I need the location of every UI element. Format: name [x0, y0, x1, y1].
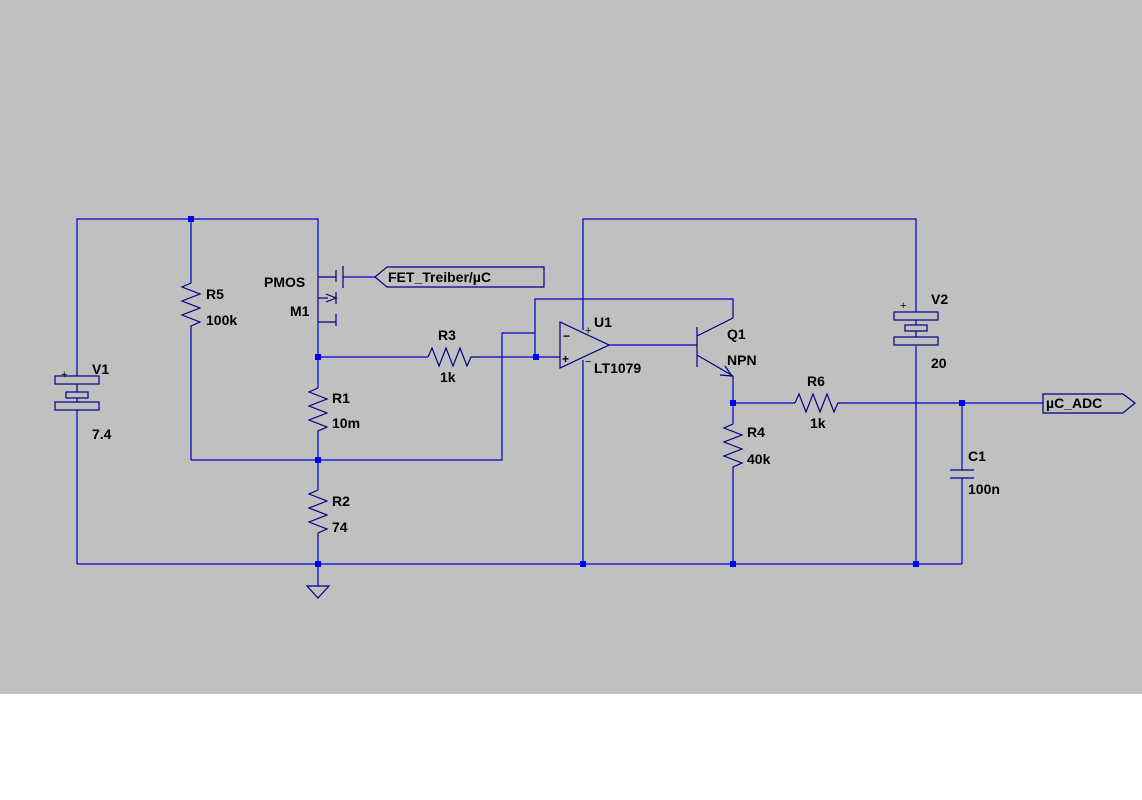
r4-ref: R4 — [747, 424, 765, 440]
ground-icon[interactable] — [305, 585, 331, 599]
opamp-u1[interactable]: − + + − U1 LT1079 — [559, 314, 641, 376]
m1-ref: M1 — [290, 303, 310, 319]
u1-ref: U1 — [594, 314, 612, 330]
c1-ref: C1 — [968, 448, 986, 464]
c1-value: 100n — [968, 481, 1000, 497]
r3-value: 1k — [440, 369, 456, 385]
resistor-r1[interactable]: R1 10m — [307, 387, 360, 435]
m1-value: PMOS — [264, 274, 305, 290]
net-label-adc[interactable]: µC_ADC — [1042, 393, 1136, 414]
q1-value: NPN — [727, 352, 757, 368]
q1-ref: Q1 — [727, 326, 746, 342]
npn-q1[interactable]: Q1 NPN — [696, 307, 757, 384]
r1-value: 10m — [332, 415, 360, 431]
v1-plus-sign: + — [61, 369, 67, 381]
net-label-fet-driver[interactable]: FET_Treiber/µC — [374, 266, 545, 288]
resistor-r4[interactable]: R4 40k — [722, 423, 771, 471]
r5-ref: R5 — [206, 286, 224, 302]
r1-ref: R1 — [332, 390, 350, 406]
junctions — [188, 216, 965, 567]
schematic-canvas: + V1 7.4 + V2 20 R5 100k R1 10m R2 74 R3… — [0, 0, 1142, 694]
r5-value: 100k — [206, 312, 237, 328]
adc-label: µC_ADC — [1046, 395, 1102, 411]
r6-value: 1k — [810, 415, 826, 431]
fet-driver-label: FET_Treiber/µC — [388, 269, 491, 285]
u1-plus-sign: + — [562, 352, 569, 366]
r2-value: 74 — [332, 519, 348, 535]
v1-value: 7.4 — [92, 426, 112, 442]
u1-value: LT1079 — [594, 360, 641, 376]
v2-ref: V2 — [931, 291, 948, 307]
v2-plus-sign: + — [900, 300, 906, 312]
resistor-r2[interactable]: R2 74 — [307, 489, 350, 537]
pmos-m1[interactable]: PMOS M1 — [264, 266, 344, 326]
r2-ref: R2 — [332, 493, 350, 509]
resistor-r3[interactable]: R3 1k — [427, 327, 476, 385]
v1-ref: V1 — [92, 361, 109, 377]
u1-supply-plus: + — [585, 325, 591, 337]
resistor-r5[interactable]: R5 100k — [180, 282, 237, 330]
wires — [76, 218, 1043, 586]
resistor-r6[interactable]: R6 1k — [794, 373, 842, 431]
battery-v2[interactable]: + V2 20 — [893, 291, 948, 371]
u1-minus-sign: − — [563, 329, 570, 343]
capacitor-c1[interactable]: C1 100n — [950, 448, 1000, 497]
u1-supply-minus: − — [585, 356, 591, 368]
v2-value: 20 — [931, 355, 947, 371]
schematic-background — [0, 0, 1142, 694]
r4-value: 40k — [747, 451, 771, 467]
r6-ref: R6 — [807, 373, 825, 389]
battery-v1[interactable]: + V1 7.4 — [54, 361, 112, 442]
r3-ref: R3 — [438, 327, 456, 343]
